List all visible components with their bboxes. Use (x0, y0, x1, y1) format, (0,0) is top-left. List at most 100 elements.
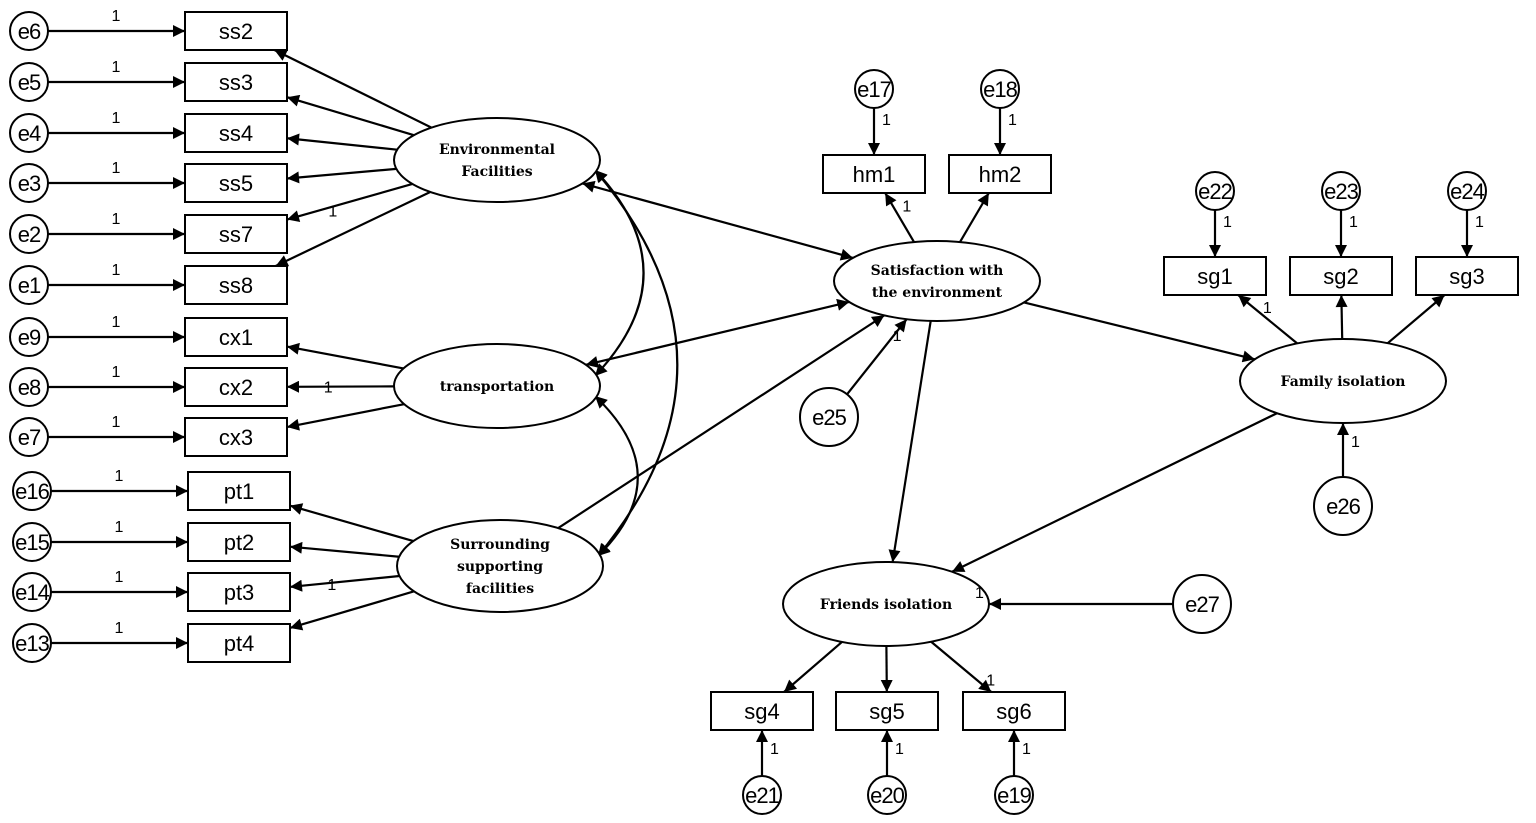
indicator-sg5: sg5 (835, 691, 939, 731)
error-e24: e24 (1447, 171, 1487, 211)
indicator-label: pt4 (224, 631, 255, 656)
error-e19: e19 (994, 775, 1034, 815)
indicator-label: pt2 (224, 530, 255, 555)
latent-label: transportation (440, 379, 554, 395)
path-surr-to-sat (557, 314, 885, 529)
error-e3: e3 (9, 163, 49, 203)
weight-label-env-ss7: 1 (328, 204, 337, 221)
indicator-ss4: ss4 (184, 113, 288, 153)
error-e2: e2 (9, 214, 49, 254)
latent-label: Family isolation (1281, 374, 1406, 390)
weight-label-e4-ss4: 1 (112, 110, 121, 127)
indicator-label: cx1 (219, 325, 253, 350)
covariance-trans-surr (594, 395, 639, 557)
covariance-env-surr (594, 169, 679, 557)
error-label: e1 (18, 273, 41, 298)
path-sat-to-hm1 (884, 192, 915, 243)
error-e25: e25 (799, 387, 859, 447)
latent-label: supporting (457, 559, 543, 575)
weight-label-fri-sg6: 1 (986, 672, 995, 689)
indicator-sg6: sg6 (962, 691, 1066, 731)
path-sat-to-fri (888, 320, 932, 563)
error-e6: e6 (9, 11, 49, 51)
weight-label-e20-sg5: 1 (895, 741, 904, 758)
error-label: e23 (1324, 179, 1358, 204)
path-e25-to-sat (846, 318, 908, 395)
error-e9: e9 (9, 317, 49, 357)
error-e23: e23 (1321, 171, 1361, 211)
indicator-cx3: cx3 (184, 417, 288, 457)
error-label: e3 (18, 171, 41, 196)
weight-label-e24-sg3: 1 (1475, 214, 1484, 231)
weight-label-e1-ss8: 1 (112, 262, 121, 279)
weight-label-e27-fri: 1 (975, 585, 984, 602)
latent-label: Friends isolation (820, 597, 952, 613)
error-label: e8 (18, 375, 41, 400)
indicator-label: pt1 (224, 479, 255, 504)
indicator-cx1: cx1 (184, 317, 288, 357)
path-fam-to-sg1 (1237, 294, 1298, 345)
error-e15: e15 (12, 522, 52, 562)
error-label: e15 (15, 530, 49, 555)
indicator-label: sg6 (996, 699, 1031, 724)
error-label: e27 (1185, 592, 1219, 617)
error-e14: e14 (12, 572, 52, 612)
path-trans-to-cx3 (286, 403, 405, 431)
paths-layer (48, 25, 1473, 776)
path-surr-to-pt2 (289, 541, 400, 558)
indicator-label: ss2 (219, 19, 253, 44)
indicator-sg2: sg2 (1289, 256, 1393, 296)
error-e18: e18 (980, 69, 1020, 109)
path-fam-to-sg3 (1386, 294, 1446, 344)
weight-label-trans-cx2: 1 (324, 380, 333, 397)
weight-label-e17-hm1: 1 (882, 112, 891, 129)
error-label: e2 (18, 222, 41, 247)
weight-label-e14-pt3: 1 (115, 569, 124, 586)
path-fam-to-fri (951, 412, 1278, 573)
weight-label-e26-fam: 1 (1351, 434, 1360, 451)
error-label: e25 (812, 405, 846, 430)
path-fam-to-sg2 (1335, 294, 1348, 340)
error-e20: e20 (867, 775, 907, 815)
weight-label-e15-pt2: 1 (115, 519, 124, 536)
path-sat-to-fam (1023, 301, 1256, 363)
error-label: e14 (15, 580, 49, 605)
indicator-cx2: cx2 (184, 367, 288, 407)
indicator-ss7: ss7 (184, 214, 288, 254)
weight-label-e22-sg1: 1 (1223, 214, 1232, 231)
indicator-label: sg1 (1197, 264, 1232, 289)
weight-label-e9-cx1: 1 (112, 314, 121, 331)
error-label: e4 (18, 121, 41, 146)
error-label: e6 (18, 19, 41, 44)
weight-label-e21-sg4: 1 (770, 741, 779, 758)
path-env-to-ss5 (286, 167, 397, 184)
indicator-label: sg5 (869, 699, 904, 724)
indicator-sg3: sg3 (1415, 256, 1519, 296)
latent-label: facilities (466, 581, 534, 597)
indicator-label: hm1 (853, 162, 896, 187)
indicator-label: ss4 (219, 121, 253, 146)
error-e21: e21 (742, 775, 782, 815)
indicator-ss5: ss5 (184, 163, 288, 203)
error-label: e19 (997, 783, 1031, 808)
indicator-label: cx2 (219, 375, 253, 400)
error-e8: e8 (9, 367, 49, 407)
path-sat-to-hm2 (959, 192, 990, 243)
weight-label-e18-hm2: 1 (1008, 112, 1017, 129)
path-env-to-ss7 (286, 182, 413, 223)
latent-label: Surrounding (450, 537, 550, 553)
path-surr-to-pt4 (289, 590, 415, 631)
indicator-pt2: pt2 (187, 522, 291, 562)
path-env-to-sat (582, 180, 854, 261)
weight-label-fam-sg1: 1 (1263, 300, 1272, 317)
weight-label-surr-pt3: 1 (327, 577, 336, 594)
path-env-to-ss8 (275, 190, 431, 267)
weight-label-e3-ss5: 1 (112, 160, 121, 177)
indicator-label: sg3 (1449, 264, 1484, 289)
indicator-label: ss5 (219, 171, 253, 196)
indicator-label: ss8 (219, 273, 253, 298)
